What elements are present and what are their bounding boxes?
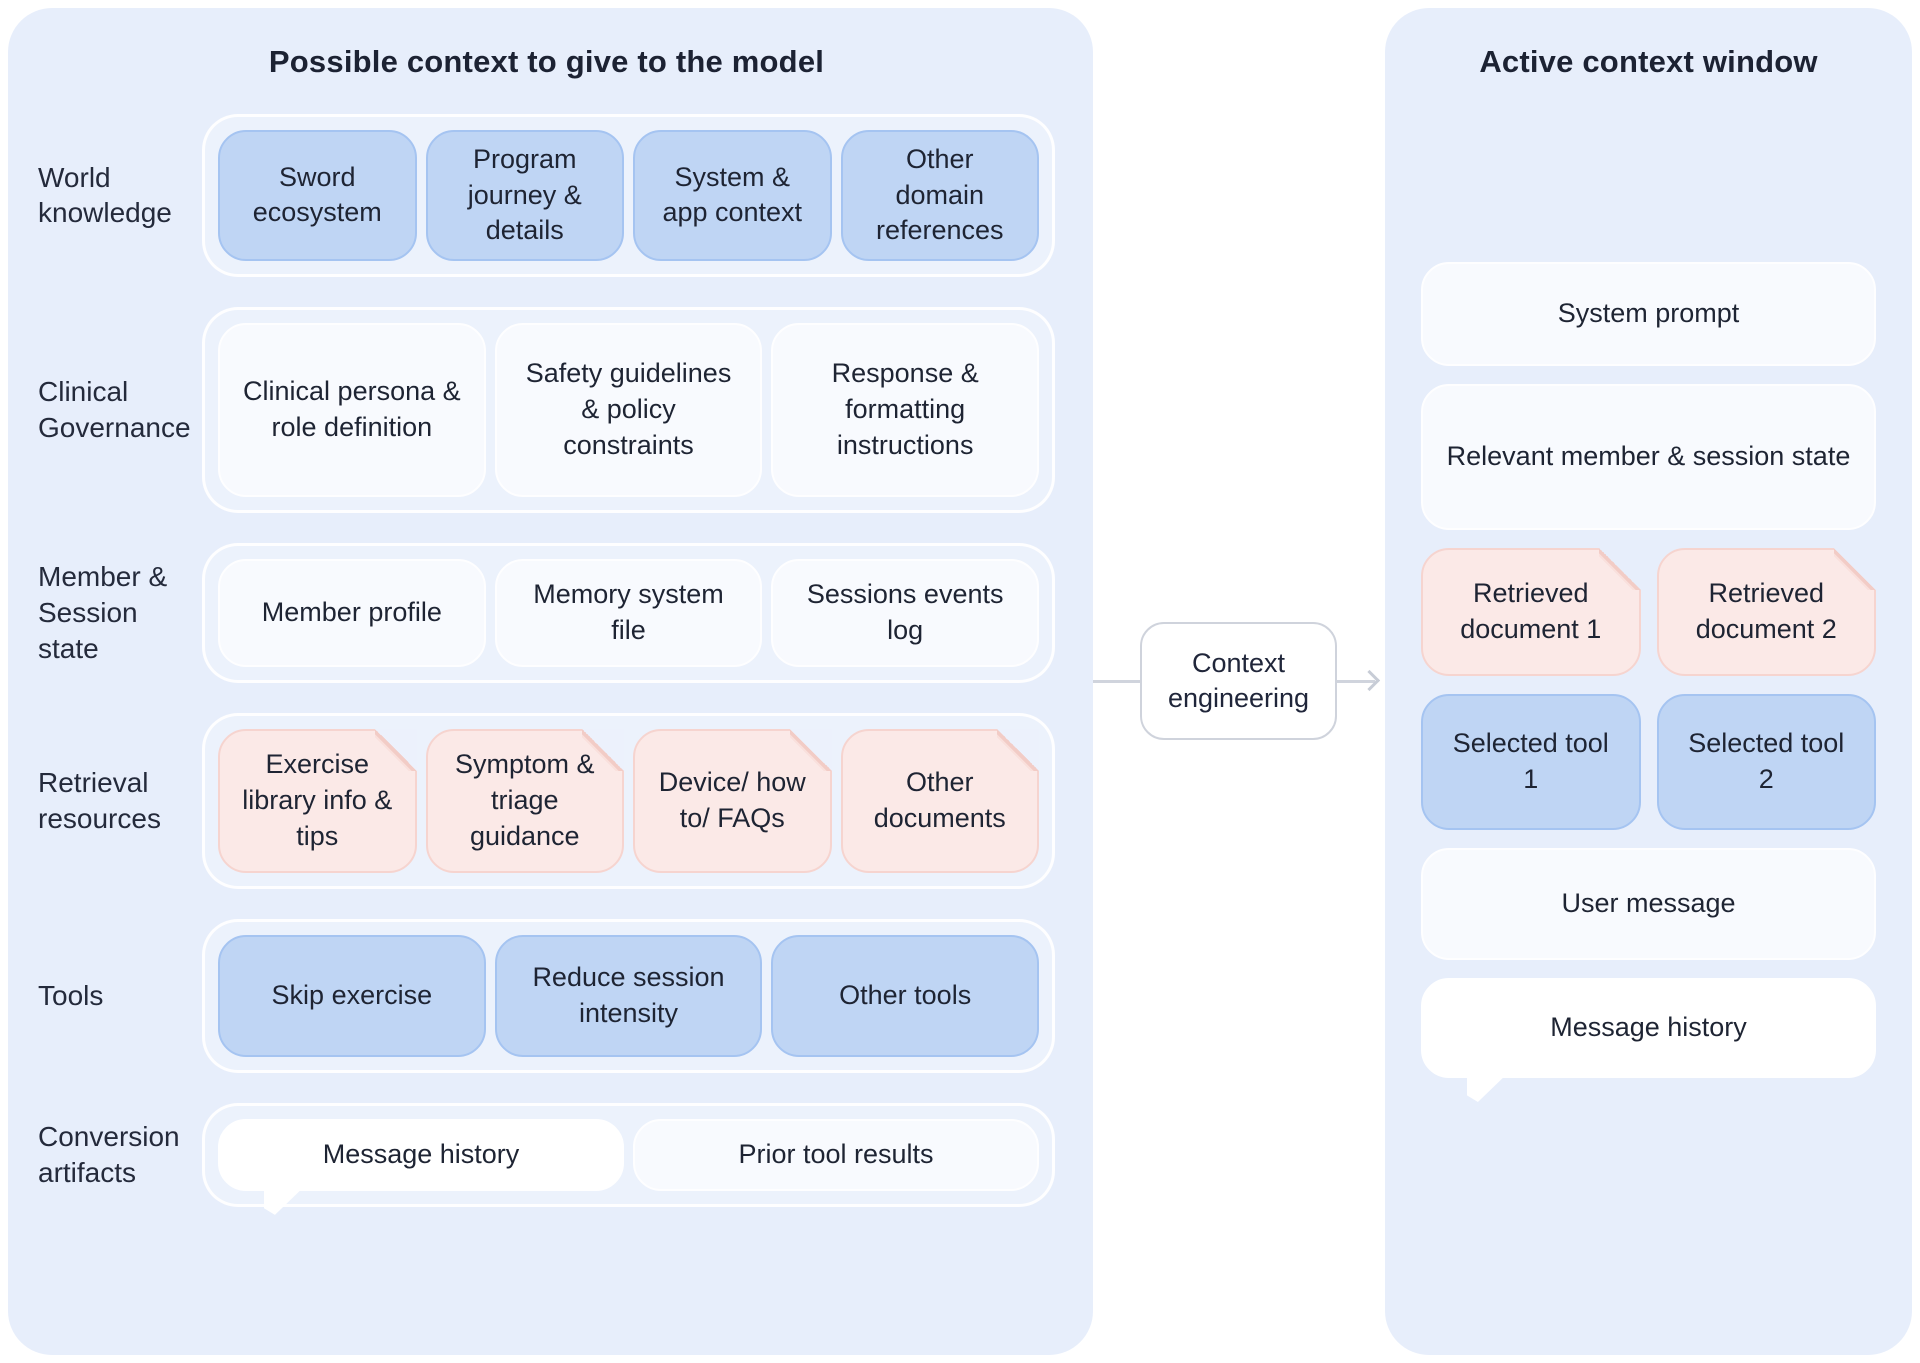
chip-clinical-persona-role: Clinical persona & role definition (218, 322, 486, 497)
row-clinical-governance: Clinical Governance Clinical persona & r… (38, 306, 1055, 513)
chip-user-message: User message (1421, 848, 1876, 960)
chip-selected-tool-1: Selected tool 1 (1421, 694, 1641, 830)
selected-tools-row: Selected tool 1 Selected tool 2 (1421, 694, 1876, 830)
chip-system-prompt: System prompt (1421, 262, 1876, 366)
chip-prior-tool-results: Prior tool results (633, 1118, 1039, 1191)
speech-bubble-message-history-right: Message history (1421, 978, 1876, 1078)
chip-selected-tool-2: Selected tool 2 (1656, 694, 1876, 830)
group-retrieval-resources: Exercise library info & tips Symptom & t… (202, 712, 1055, 889)
document-chip-retrieved-1: Retrieved document 1 (1421, 548, 1641, 676)
right-panel-title: Active context window (1479, 44, 1818, 79)
group-clinical-governance: Clinical persona & role definition Safet… (202, 306, 1055, 513)
row-label-tools: Tools (38, 979, 104, 1011)
chip-sword-ecosystem: Sword ecosystem (218, 130, 417, 261)
document-chip-symptom-triage: Symptom & triage guidance (425, 728, 624, 873)
active-context-stack: System prompt Relevant member & session … (1421, 262, 1876, 1078)
group-member-session-state: Member profile Memory system file Sessio… (202, 542, 1055, 683)
row-label-clinical-governance: Clinical Governance (38, 376, 191, 443)
row-label-member-session-state: Member & Session state (38, 561, 168, 664)
possible-context-panel: Possible context to give to the model Wo… (8, 8, 1093, 1355)
context-rows: World knowledge Sword ecosystem Program … (38, 114, 1055, 1207)
chip-other-domain-references: Other domain references (840, 130, 1039, 261)
group-tools: Skip exercise Reduce session intensity O… (202, 918, 1055, 1073)
chip-response-formatting: Response & formatting instructions (771, 322, 1040, 497)
chip-memory-system-file: Memory system file (494, 558, 763, 667)
arrow-right-icon (1358, 669, 1381, 692)
chip-skip-exercise: Skip exercise (218, 934, 486, 1057)
chip-sessions-events-log: Sessions events log (771, 558, 1040, 667)
chip-program-journey-details: Program journey & details (425, 130, 624, 261)
row-label-world-knowledge: World knowledge (38, 161, 172, 229)
group-world-knowledge: Sword ecosystem Program journey & detail… (202, 114, 1055, 277)
row-conversion-artifacts: Conversion artifacts Message history Pri… (38, 1102, 1055, 1207)
chip-safety-guidelines-policy: Safety guidelines & policy constraints (494, 322, 763, 497)
row-label-retrieval-resources: Retrieval resources (38, 767, 161, 834)
speech-bubble-message-history: Message history (218, 1118, 624, 1191)
chip-reduce-session-intensity: Reduce session intensity (494, 934, 763, 1057)
chip-relevant-member-session-state: Relevant member & session state (1421, 384, 1876, 530)
connector-line-in (1093, 680, 1140, 683)
row-world-knowledge: World knowledge Sword ecosystem Program … (38, 114, 1055, 277)
document-chip-retrieved-2: Retrieved document 2 (1656, 548, 1876, 676)
connector-line-out (1337, 680, 1375, 683)
retrieved-documents-row: Retrieved document 1 Retrieved document … (1421, 548, 1876, 676)
chip-other-tools: Other tools (771, 934, 1040, 1057)
chip-member-profile: Member profile (218, 558, 486, 667)
row-label-conversion-artifacts: Conversion artifacts (38, 1121, 180, 1188)
document-chip-other-documents: Other documents (840, 728, 1039, 873)
row-member-session-state: Member & Session state Member profile Me… (38, 542, 1055, 683)
row-tools: Tools Skip exercise Reduce session inten… (38, 918, 1055, 1073)
context-engineering-box: Context engineering (1140, 622, 1337, 740)
left-panel-title: Possible context to give to the model (268, 44, 825, 79)
row-retrieval-resources: Retrieval resources Exercise library inf… (38, 712, 1055, 889)
document-chip-device-howto-faqs: Device/ how to/ FAQs (633, 728, 832, 873)
active-context-window-panel: Active context window System prompt Rele… (1385, 8, 1912, 1355)
chip-system-app-context: System & app context (633, 130, 832, 261)
document-chip-exercise-library: Exercise library info & tips (218, 728, 417, 873)
group-conversion-artifacts: Message history Prior tool results (202, 1102, 1055, 1207)
